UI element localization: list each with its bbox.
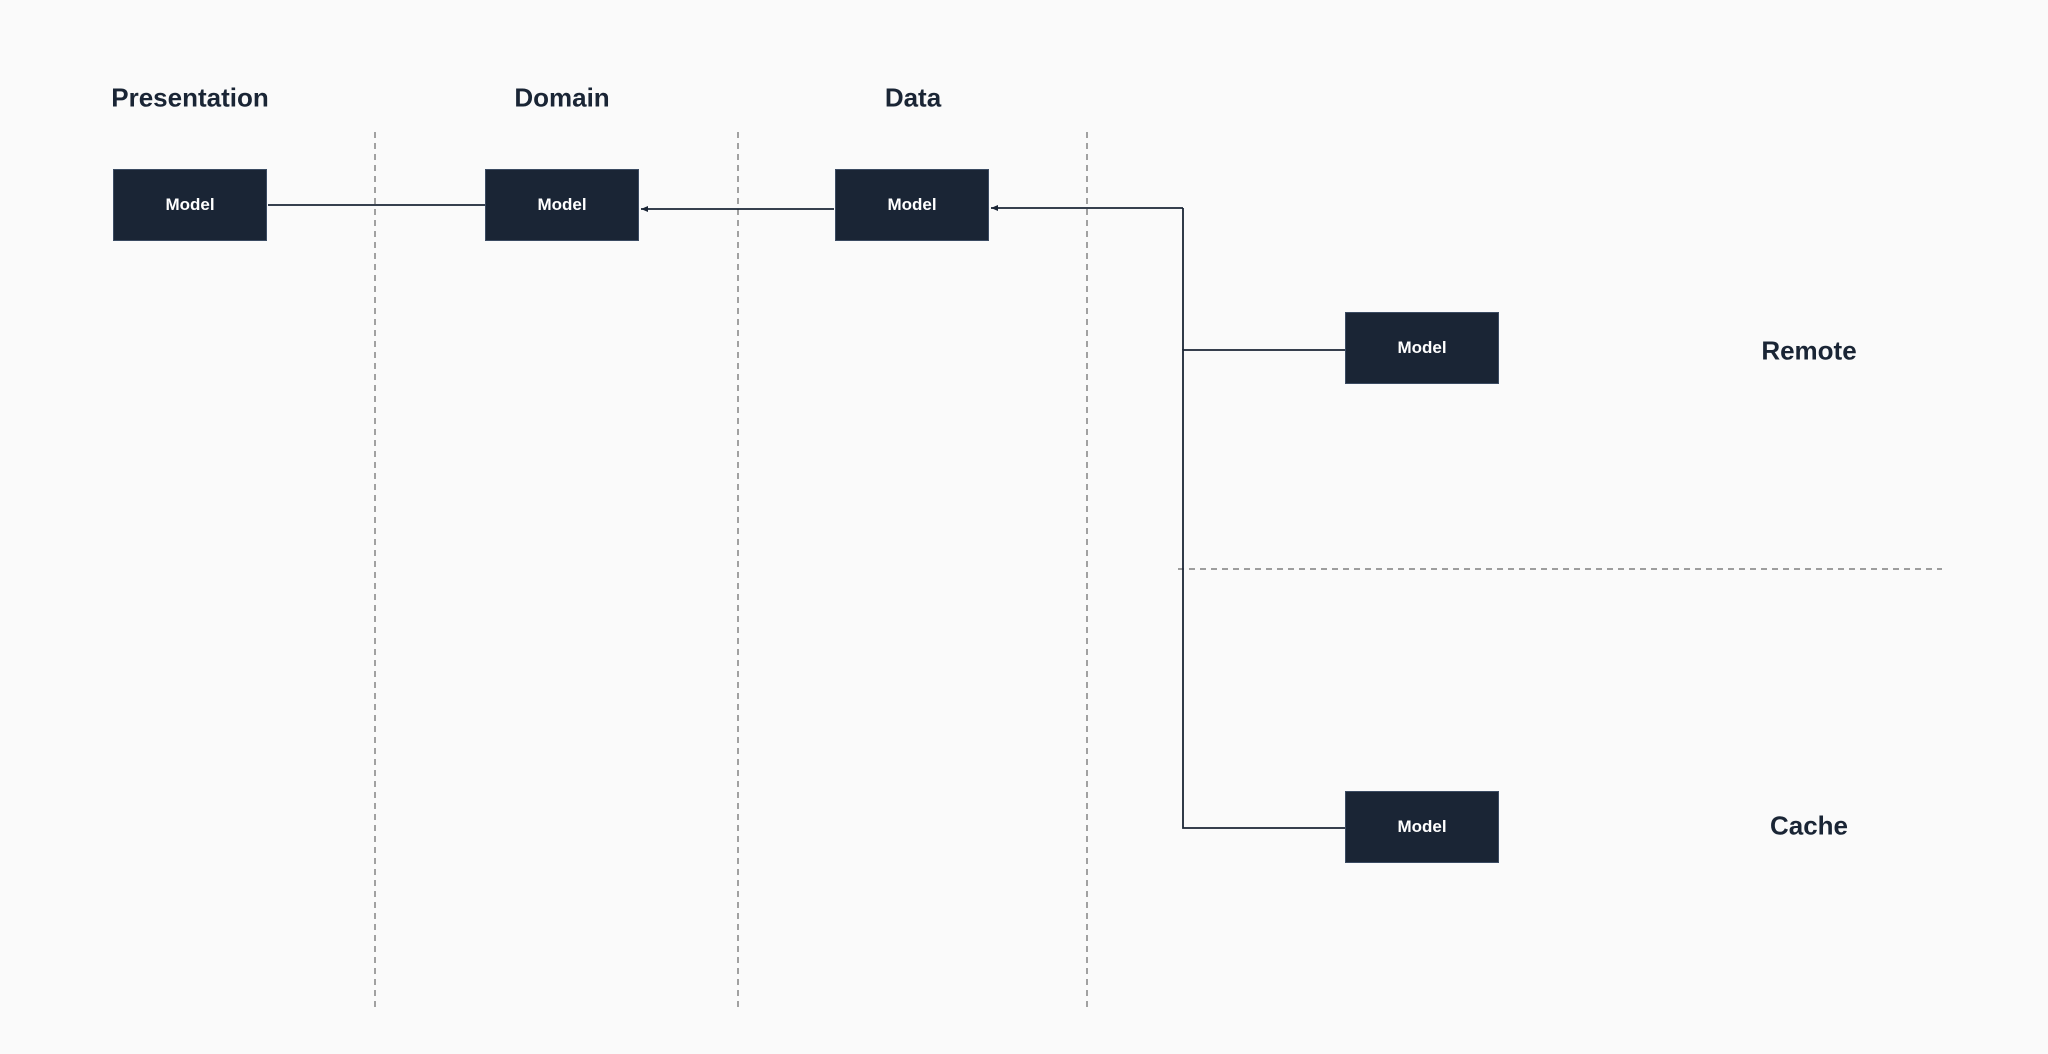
heading-cache: Cache: [1769, 810, 1849, 841]
data-model-box[interactable]: Model: [835, 169, 989, 241]
cache-model-box[interactable]: Model: [1345, 791, 1499, 863]
cache-model-label: Model: [1397, 817, 1447, 836]
heading-remote: Remote: [1761, 335, 1857, 366]
presentation-model-label: Model: [165, 195, 215, 214]
domain-model-label: Model: [537, 195, 587, 214]
heading-data: Data: [884, 82, 942, 113]
remote-model-box[interactable]: Model: [1345, 312, 1499, 384]
presentation-model-box[interactable]: Model: [113, 169, 267, 241]
heading-presentation: Presentation: [111, 82, 269, 113]
connector-sources-data: [1182, 349, 1345, 829]
data-model-label: Model: [887, 195, 937, 214]
heading-domain: Domain: [514, 82, 610, 113]
domain-model-box[interactable]: Model: [485, 169, 639, 241]
remote-model-label: Model: [1397, 338, 1447, 357]
